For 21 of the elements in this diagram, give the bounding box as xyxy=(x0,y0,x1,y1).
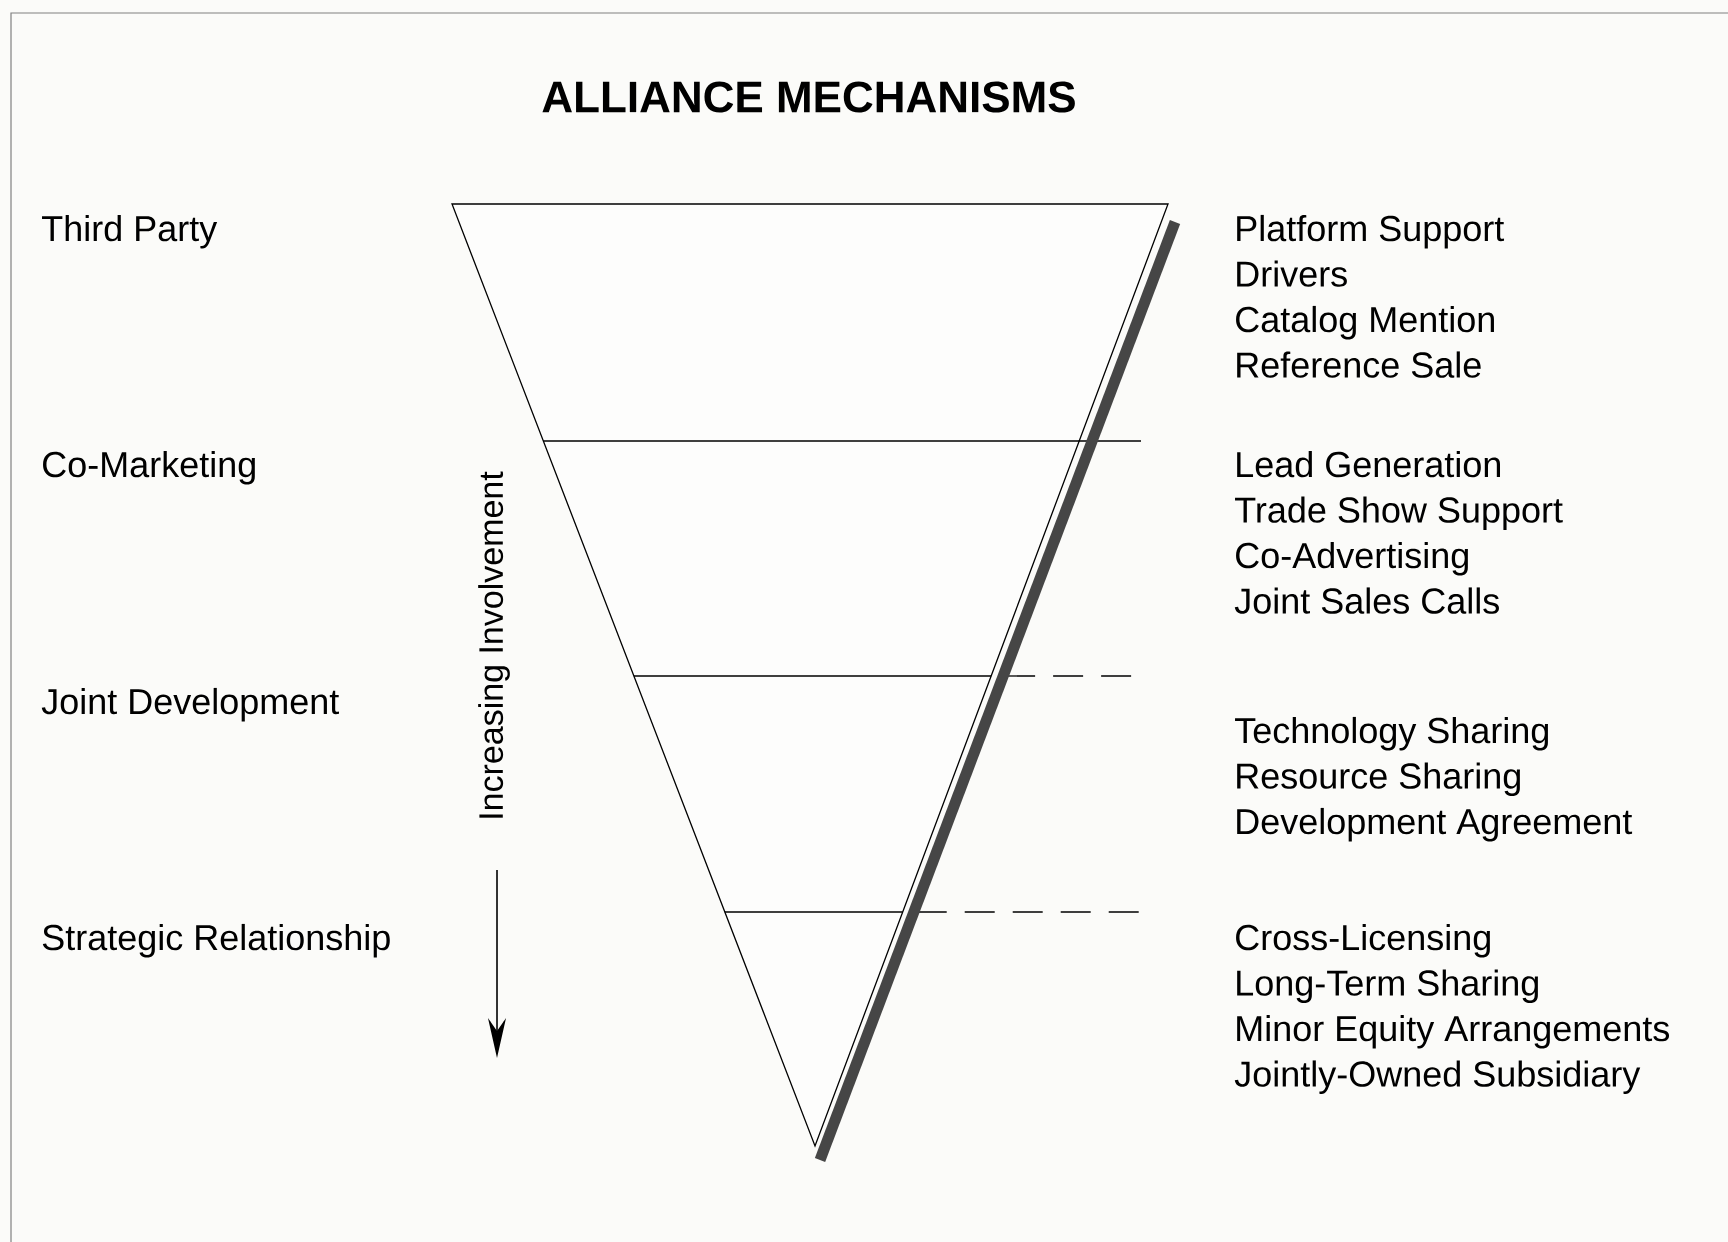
mechanism-text: Development Agreement xyxy=(1237,807,1633,842)
mechanism-text: Lead Generation xyxy=(1237,450,1500,478)
category-label: Strategic Relationship xyxy=(42,923,390,958)
category-label: Third Party xyxy=(42,214,218,249)
mechanism-text: Resource Sharing xyxy=(1237,762,1520,796)
axis-label: Increasing Involvement xyxy=(478,471,510,818)
mechanism-text: Drivers xyxy=(1237,260,1347,287)
mechanism-text: Trade Show Support xyxy=(1235,496,1563,530)
mechanism-text: Platform Support xyxy=(1237,214,1504,249)
title: ALLIANCE MECHANISMS xyxy=(542,81,1075,113)
mechanism-text: Cross-Licensing xyxy=(1236,923,1490,958)
mechanism-text: Minor Equity Arrangements xyxy=(1237,1014,1670,1049)
mechanism-text: Reference Sale xyxy=(1237,351,1481,378)
category-label: Co-Marketing xyxy=(43,450,255,485)
mechanism-text: Co-Advertising xyxy=(1236,541,1468,576)
mechanism-text: Technology Sharing xyxy=(1235,716,1548,751)
category-label: Joint Development xyxy=(41,687,339,722)
mechanism-text: Long-Term Sharing xyxy=(1237,969,1538,1003)
mechanism-text: Joint Sales Calls xyxy=(1234,587,1499,614)
mechanism-text: Jointly-Owned Subsidiary xyxy=(1234,1060,1641,1094)
mechanism-text: Catalog Mention xyxy=(1236,305,1494,340)
